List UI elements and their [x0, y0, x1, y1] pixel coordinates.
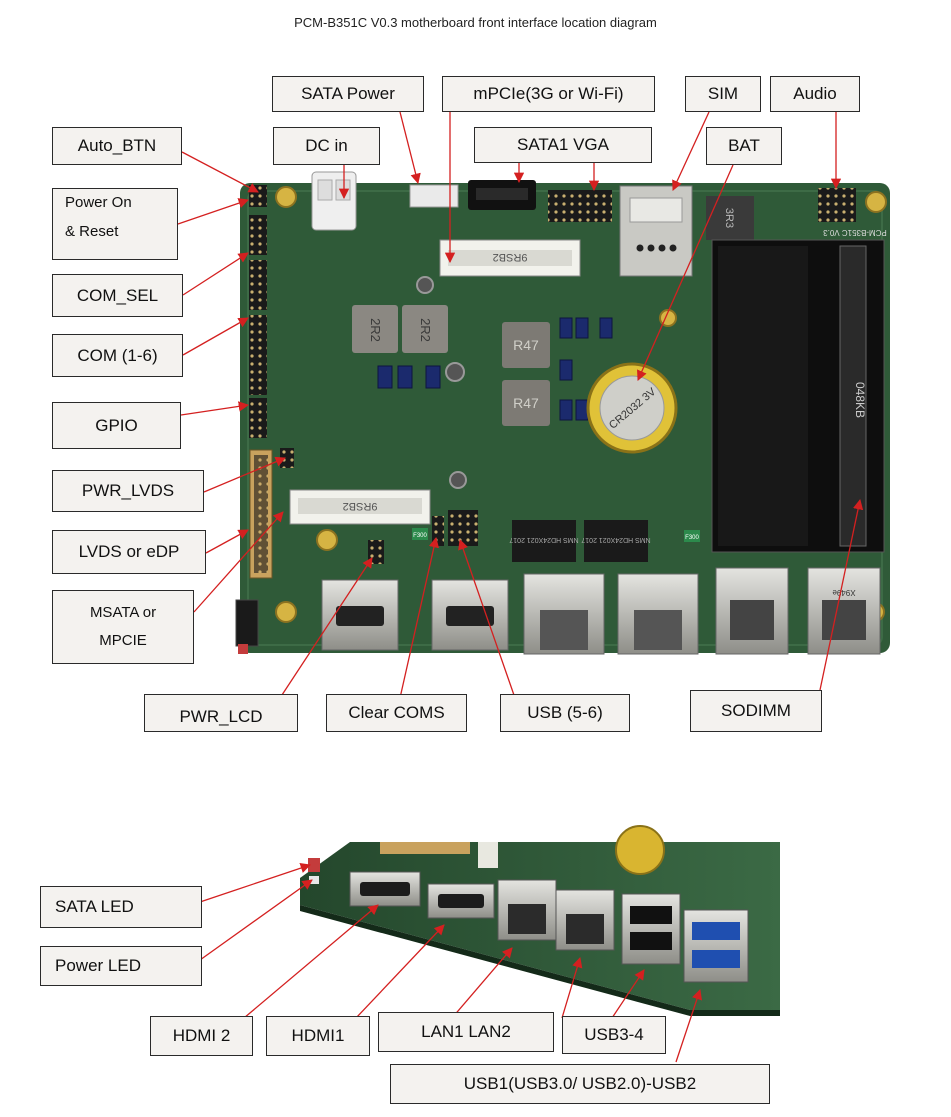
callout-mpcie: mPCIe(3G or Wi-Fi) [442, 76, 655, 112]
gpio-header [249, 398, 267, 438]
sata-power-connector [409, 184, 459, 208]
callout-bat: BAT [706, 127, 782, 165]
callout-dc-in: DC in [273, 127, 380, 165]
callout-audio: Audio [770, 76, 860, 112]
page-title: PCM-B351C V0.3 motherboard front interfa… [294, 15, 657, 30]
svg-text:2R2: 2R2 [368, 318, 383, 342]
callout-gpio: GPIO [52, 402, 181, 449]
lan-chip-2 [584, 520, 648, 562]
power-on-line1: Power On [65, 194, 132, 211]
svg-text:2R2: 2R2 [418, 318, 433, 342]
svg-text:PCM-B351C V0.3: PCM-B351C V0.3 [823, 228, 887, 237]
callout-clear-coms: Clear COMS [326, 694, 467, 732]
com-sel-header [249, 260, 267, 310]
callout-sata-power: SATA Power [272, 76, 424, 112]
callout-sodimm: SODIMM [690, 690, 822, 732]
usb56-header [448, 510, 478, 546]
callout-pwr-lcd: PWR_LCD [144, 694, 298, 732]
svg-text:9RSB2: 9RSB2 [493, 251, 528, 263]
svg-text:9RSB2: 9RSB2 [343, 500, 378, 512]
svg-text:R47: R47 [513, 337, 539, 353]
audio-header [818, 188, 856, 222]
clear-cmos-header [432, 516, 444, 546]
callout-lvds-edp: LVDS or eDP [52, 530, 206, 574]
chokes [352, 305, 550, 426]
auto-btn-header [249, 185, 267, 207]
callout-lan: LAN1 LAN2 [378, 1012, 554, 1052]
callout-usb56: USB (5-6) [500, 694, 630, 732]
power-on-line2: & Reset [65, 222, 119, 240]
svg-text:NMS HD24X021 2017: NMS HD24X021 2017 [509, 536, 578, 543]
svg-text:R47: R47 [513, 395, 539, 411]
callout-hdmi2: HDMI 2 [150, 1016, 253, 1056]
vga-header [548, 190, 612, 222]
svg-text:F300: F300 [413, 533, 427, 539]
front-led-connector [235, 599, 259, 647]
callout-power-on-reset: Power On & Reset [52, 188, 178, 260]
callout-hdmi1: HDMI1 [266, 1016, 370, 1056]
power-reset-header [249, 215, 267, 255]
msata-line1: MSATA or [89, 603, 157, 621]
callout-sim: SIM [685, 76, 761, 112]
rear-usb12 [683, 909, 749, 983]
callout-auto-btn: Auto_BTN [52, 127, 182, 165]
msata-line2: MPCIE [99, 632, 147, 649]
callout-pwr-lvds: PWR_LVDS [52, 470, 204, 512]
svg-text:F300: F300 [685, 535, 699, 541]
front-board: 3R3 9RSB2 2R2 2R2 R47 R47 CR2032 3V [235, 171, 890, 655]
com-header [249, 315, 267, 395]
lan-chip-1 [512, 520, 576, 562]
callout-power-led: Power LED [40, 946, 202, 986]
callout-msata-mpcie: MSATA or MPCIE [52, 590, 194, 664]
callout-sata-led: SATA LED [40, 886, 202, 928]
rear-board [300, 825, 780, 1016]
callout-com-sel: COM_SEL [52, 274, 183, 317]
callout-usb12: USB1(USB3.0/ USB2.0)-USB2 [390, 1064, 770, 1104]
svg-text:3R3: 3R3 [723, 208, 735, 228]
pwr-lvds-header [280, 448, 294, 468]
callout-usb34: USB3-4 [562, 1016, 666, 1054]
callout-com: COM (1-6) [52, 334, 183, 377]
svg-text:048KB: 048KB [853, 382, 867, 418]
pwr-lcd-header [368, 540, 384, 564]
svg-text:NMS HD24X021 2017: NMS HD24X021 2017 [581, 536, 650, 543]
callout-sata1-vga: SATA1 VGA [474, 127, 652, 163]
svg-text:X949e: X949e [832, 588, 856, 597]
rear-usb34 [621, 893, 681, 965]
